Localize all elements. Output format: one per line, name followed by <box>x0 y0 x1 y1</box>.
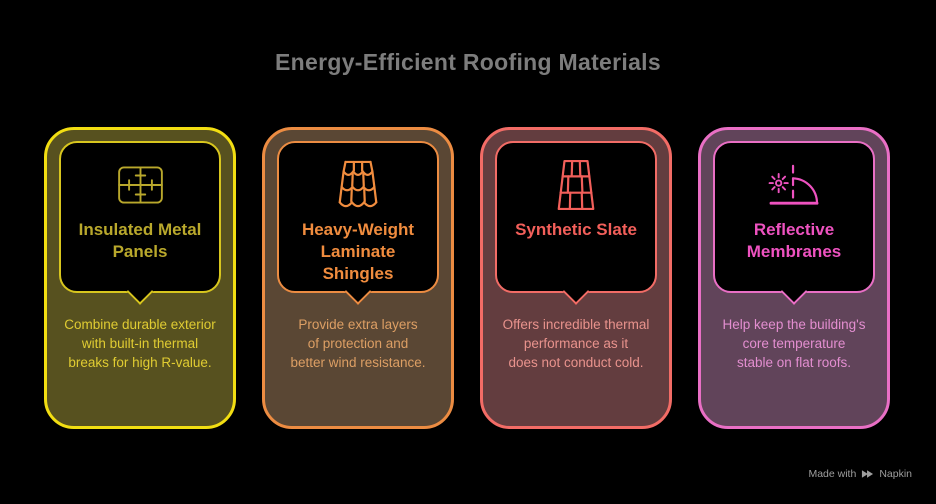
made-with-label: Made with <box>808 468 857 480</box>
reflective-membrane-icon <box>766 153 822 217</box>
card-description: Offers incredible thermal performance as… <box>502 317 650 370</box>
synthetic-slate-icon <box>553 153 599 217</box>
card-description: Help keep the building's core temperatur… <box>722 317 866 370</box>
card-header-bubble: Insulated Metal Panels <box>59 141 221 293</box>
card-title: Insulated Metal Panels <box>78 220 202 262</box>
card-heavy-weight-laminate-shingles: Heavy-Weight Laminate Shingles Provide e… <box>262 127 454 429</box>
brand-label: Napkin <box>879 468 912 480</box>
card-description: Provide extra layers of protection and b… <box>290 317 426 370</box>
card-reflective-membranes: Reflective Membranes Help keep the build… <box>698 127 890 429</box>
card-header-bubble: Synthetic Slate <box>495 141 657 293</box>
card-title: Reflective Membranes <box>746 220 842 262</box>
card-insulated-metal-panels: Insulated Metal Panels Combine durable e… <box>44 127 236 429</box>
card-description: Combine durable exterior with built-in t… <box>64 317 216 370</box>
metal-panel-icon <box>117 153 164 217</box>
page-title: Energy-Efficient Roofing Materials <box>275 49 661 75</box>
laminate-shingles-icon <box>333 153 383 217</box>
cards-row: Insulated Metal Panels Combine durable e… <box>44 127 890 429</box>
card-header-bubble: Reflective Membranes <box>713 141 875 293</box>
made-with-napkin-watermark: Made with Napkin <box>808 468 912 480</box>
card-title: Synthetic Slate <box>515 220 637 239</box>
card-synthetic-slate: Synthetic Slate Offers incredible therma… <box>480 127 672 429</box>
card-title: Heavy-Weight Laminate Shingles <box>301 220 415 284</box>
card-header-bubble: Heavy-Weight Laminate Shingles <box>277 141 439 293</box>
napkin-logo-icon <box>861 468 874 480</box>
